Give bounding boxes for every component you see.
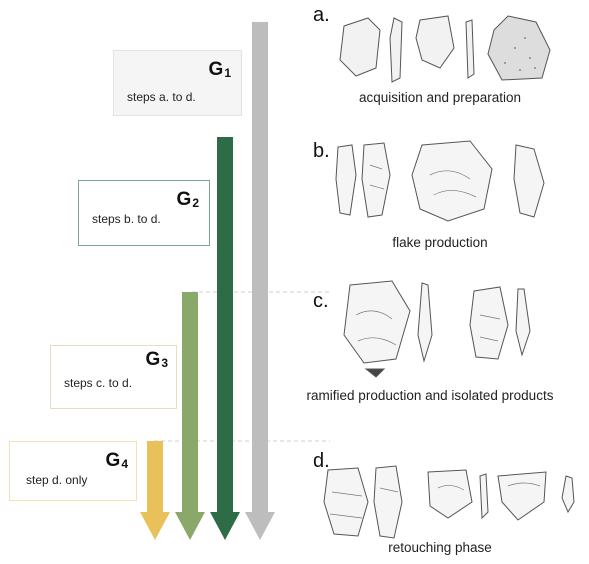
stone-tool-drawing-icon xyxy=(330,8,560,88)
group-steps-g1: steps a. to d. xyxy=(127,90,196,104)
group-title-g1: G1 xyxy=(209,59,231,81)
group-subscript: 4 xyxy=(121,457,128,471)
group-letter: G xyxy=(106,450,121,471)
group-title-g2: G2 xyxy=(177,189,199,211)
stone-tool-drawing-icon xyxy=(330,135,560,225)
step-letter-b: b. xyxy=(313,140,330,163)
stone-tool-drawing-icon xyxy=(330,275,560,385)
group-steps-g3: steps c. to d. xyxy=(64,376,132,390)
group-subscript: 1 xyxy=(224,66,231,80)
arrow-g2 xyxy=(210,137,240,540)
stone-tool-drawing-icon xyxy=(318,462,578,542)
group-box-g2: G2 steps b. to d. xyxy=(78,180,210,246)
group-box-g1: G1 steps a. to d. xyxy=(113,50,242,116)
group-title-g4: G4 xyxy=(106,450,128,472)
group-subscript: 2 xyxy=(192,196,199,210)
group-letter: G xyxy=(146,349,161,370)
group-letter: G xyxy=(177,189,192,210)
group-subscript: 3 xyxy=(161,356,168,370)
group-letter: G xyxy=(209,59,224,80)
arrow-g3 xyxy=(175,292,205,540)
step-letter-a: a. xyxy=(313,4,330,27)
step-letter-c: c. xyxy=(313,290,329,313)
step-caption-d: retouching phase xyxy=(330,540,550,555)
arrow-g1 xyxy=(245,22,275,540)
group-box-g4: G4 step d. only xyxy=(9,441,137,501)
step-caption-b: flake production xyxy=(330,235,550,250)
group-box-g3: G3 steps c. to d. xyxy=(50,345,177,409)
group-steps-g4: step d. only xyxy=(26,473,87,487)
group-title-g3: G3 xyxy=(146,349,168,371)
step-caption-c: ramified production and isolated product… xyxy=(275,388,585,403)
step-caption-a: acquisition and preparation xyxy=(330,90,550,105)
arrow-g4 xyxy=(140,441,170,540)
group-steps-g2: steps b. to d. xyxy=(92,212,161,226)
